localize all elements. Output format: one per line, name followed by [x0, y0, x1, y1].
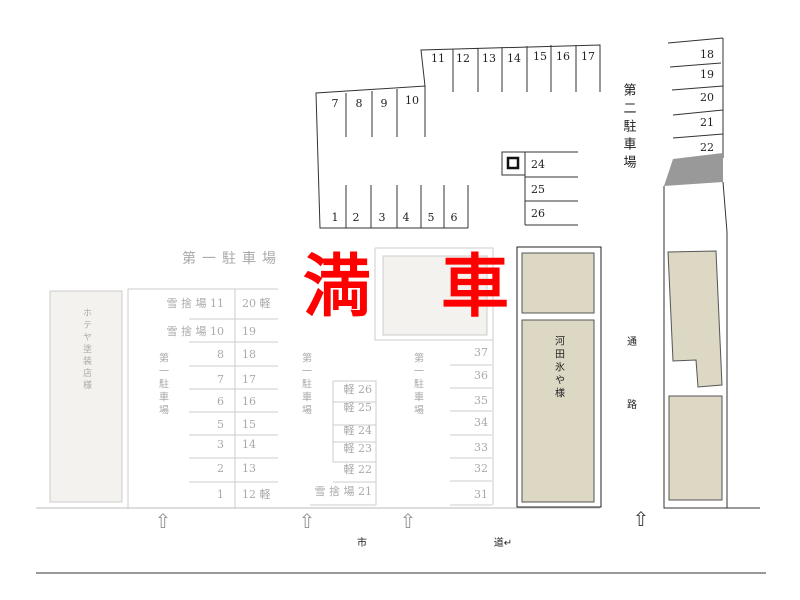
passage-char-1: 通 — [627, 336, 637, 348]
space-label: 雪 捨 場 11 — [167, 296, 225, 310]
space-label: 軽 23 — [344, 442, 373, 455]
space-number: 22 — [700, 141, 714, 154]
space-label: 19 — [242, 325, 256, 338]
space-label: 7 — [217, 373, 224, 386]
space-number: 8 — [356, 97, 363, 110]
space-label: 20 軽 — [242, 297, 271, 310]
space-label: 14 — [242, 438, 256, 451]
building-east-2 — [668, 395, 723, 501]
space-label: 軽 26 — [344, 383, 373, 396]
space-number: 12 — [456, 52, 470, 65]
space-number: 24 — [531, 158, 545, 171]
full-label-1: 満 — [303, 248, 371, 327]
building-east-1 — [667, 250, 723, 388]
lot-label-mid: 第一駐車場 — [300, 351, 312, 417]
space-number: 11 — [431, 52, 445, 65]
full-label-2: 車 — [441, 248, 509, 327]
hatched-area — [664, 153, 723, 186]
space-label: 37 — [474, 346, 488, 359]
space-label: 32 — [474, 462, 488, 475]
space-number: 4 — [403, 211, 410, 224]
space-number: 15 — [533, 50, 547, 63]
space-label: 16 — [242, 395, 256, 408]
space-number: 6 — [451, 211, 458, 224]
lot-label-west: 第一駐車場 — [157, 351, 169, 417]
space-label: 31 — [474, 488, 488, 501]
space-label: 34 — [474, 416, 488, 429]
square-icon — [506, 156, 520, 170]
space-number: 17 — [581, 50, 595, 63]
space-label: 雪 捨 場 21 — [315, 484, 373, 498]
space-label: 2 — [217, 462, 224, 475]
kawada-label: 河田氷や様 — [553, 335, 565, 400]
space-label: 36 — [474, 369, 488, 382]
up-arrow-icon: ⇧ — [299, 509, 316, 533]
up-arrow-icon: ⇧ — [155, 509, 172, 533]
space-label: 6 — [217, 395, 224, 408]
space-label: 軽 25 — [344, 401, 373, 414]
space-label: 33 — [474, 441, 488, 454]
space-number: 13 — [482, 52, 496, 65]
space-label: 8 — [217, 348, 224, 361]
space-number: 14 — [507, 52, 521, 65]
space-number: 16 — [556, 50, 570, 63]
ghost-building — [382, 255, 488, 336]
space-label: 雪 捨 場 10 — [167, 324, 225, 338]
equipment-box — [501, 151, 526, 176]
first-parking-lot: 第一駐車場 ホテヤ塗装店様 雪 捨 場 11 20 軽雪 捨 場 10 19 8 18 7… — [36, 247, 600, 509]
hoteya-label: ホテヤ塗装店様 — [81, 308, 92, 392]
space-label: 18 — [242, 348, 256, 361]
space-label: 軽 22 — [344, 463, 373, 476]
space-label: 17 — [242, 373, 256, 386]
space-number: 9 — [381, 97, 388, 110]
space-number: 3 — [379, 211, 386, 224]
space-label: 12 軽 — [242, 488, 271, 501]
space-number: 20 — [700, 91, 714, 104]
space-number: 21 — [700, 116, 714, 129]
space-number: 18 — [700, 48, 714, 61]
road-char-1: 市 — [357, 536, 367, 549]
space-number: 2 — [353, 211, 360, 224]
space-label: 35 — [474, 394, 488, 407]
hoteya-building — [49, 290, 123, 503]
road-char-2: 道↵ — [494, 536, 512, 549]
space-label: 13 — [242, 462, 256, 475]
lot-label-east: 第一駐車場 — [412, 351, 424, 417]
kawada-building: 河田氷や様 — [516, 246, 602, 508]
space-number: 7 — [332, 97, 339, 110]
first-lot-title: 第一駐車場 — [182, 250, 282, 267]
space-label: 5 — [217, 418, 224, 431]
space-number: 1 — [332, 211, 339, 224]
up-arrow-icon: ⇧ — [400, 509, 417, 533]
entrance-arrows: ⇧ ⇧ ⇧ ⇧ — [155, 507, 650, 533]
up-arrow-icon: ⇧ — [633, 507, 650, 531]
space-number: 26 — [531, 207, 545, 220]
space-label: 軽 24 — [344, 424, 373, 437]
space-number: 25 — [531, 183, 545, 196]
space-number: 5 — [428, 211, 435, 224]
space-number: 19 — [700, 68, 714, 81]
space-number: 10 — [405, 94, 419, 107]
second-lot-title: 第二駐車場 — [621, 83, 637, 173]
space-label: 15 — [242, 418, 256, 431]
space-label: 1 — [217, 488, 224, 501]
space-label: 3 — [217, 438, 224, 451]
passage-char-2: 路 — [627, 398, 637, 411]
